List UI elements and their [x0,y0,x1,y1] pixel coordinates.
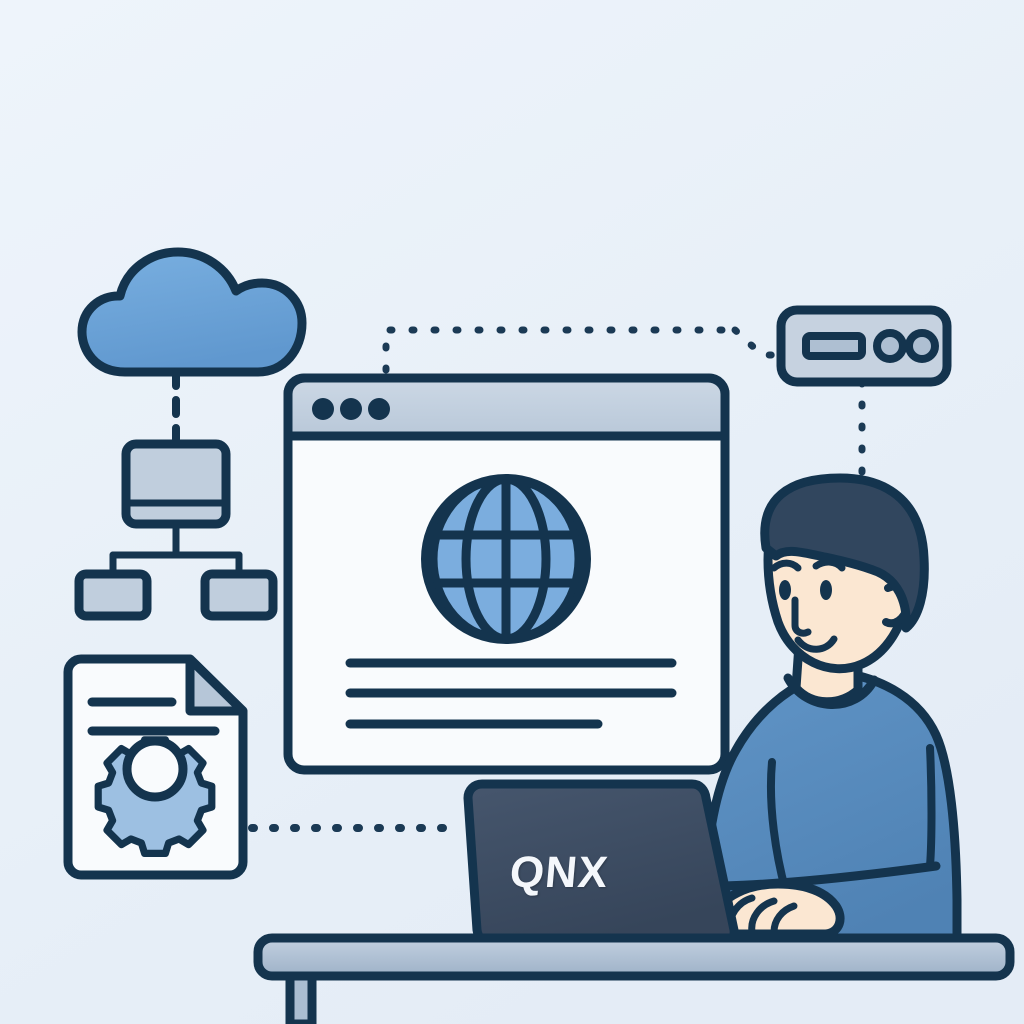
gear-icon [94,736,216,858]
document-config-icon [63,654,248,880]
desk-top [253,933,1015,981]
connector-browser-to-router [382,326,794,396]
router-device-icon [776,305,952,387]
browser-window[interactable] [283,373,730,775]
router-led-2 [905,329,939,363]
laptop-screen-label: QNX [507,848,611,897]
person-eye-left [779,580,791,600]
person-hair [760,473,929,633]
network-diagram [74,439,278,621]
router-slot [802,332,866,360]
network-root-node [121,439,231,529]
network-child-node-b [200,569,278,621]
person-finger-2 [748,897,778,936]
person-eyebrow-left [770,559,802,572]
person-nose [791,596,812,637]
browser-dot-2[interactable] [340,398,362,420]
person-eye-right [820,580,832,600]
person-arm-seam-right [926,744,936,870]
browser-title-bar [283,373,730,441]
globe-icon [421,474,591,644]
desk [253,933,1015,1024]
desk-leg [285,971,317,1024]
person-collar [783,673,879,709]
person-at-laptop [699,473,962,965]
person-eyebrow-right [812,558,846,572]
browser-dot-3[interactable] [368,398,390,420]
network-child-node-a [74,569,152,621]
person-mouth [794,635,838,653]
person-finger-3 [770,902,798,936]
browser-dot-1[interactable] [312,398,334,420]
cloud-icon [77,247,307,377]
router-led-1 [873,329,907,363]
